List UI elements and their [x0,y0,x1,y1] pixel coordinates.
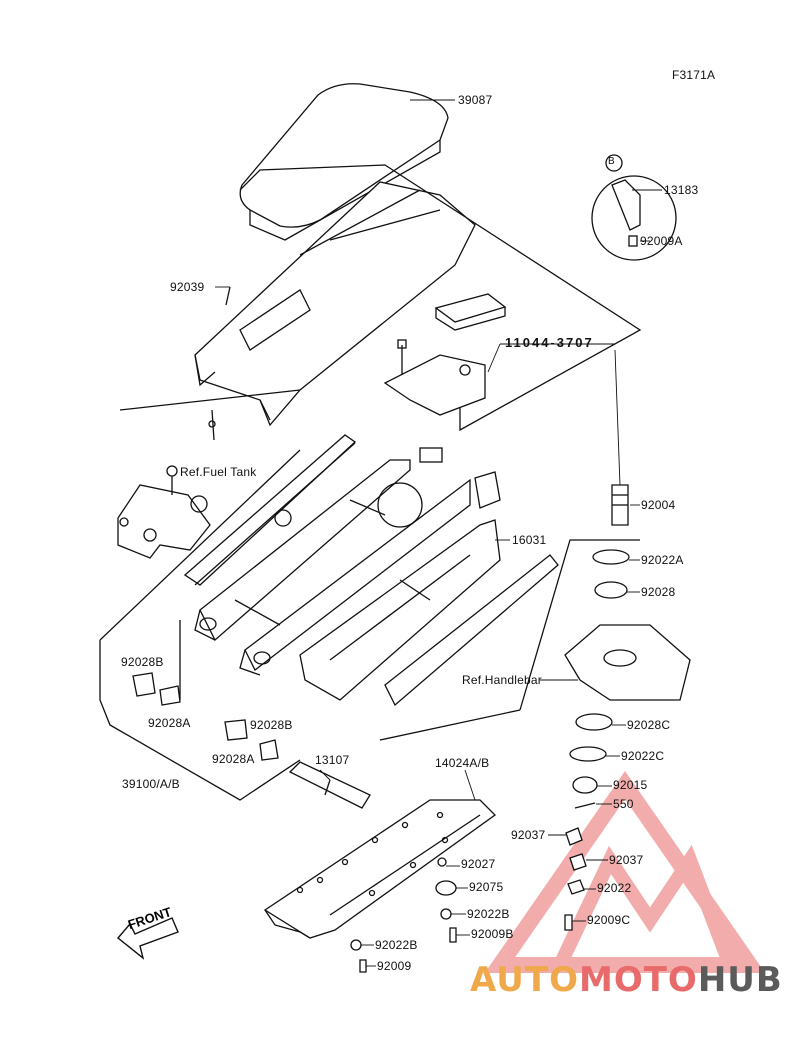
bolt-92039 [208,286,231,441]
label-92022: 92022 [597,881,632,895]
watermark-logo [484,770,766,973]
label-92004: 92004 [641,498,676,512]
clip-92037 [565,827,587,871]
label-11044: 11044-3707 [505,335,594,350]
pin-550 [574,802,596,809]
watermark-text: AUTOMOTOHUB [470,960,783,1000]
diagram-code: F3171A [672,68,716,82]
watermark-part-hub: HUB [697,960,783,1000]
watermark-part-auto: AUTO [470,960,579,1000]
bolt-92009C [564,914,573,931]
label-92009C: 92009C [587,913,631,927]
bolt-92009B [449,927,457,943]
washer-92022C [569,746,607,762]
label-92028C: 92028C [627,718,671,732]
leader-lines [215,99,662,967]
skid-plate-14024 [263,799,497,939]
label-92022B-a: 92022B [467,907,510,921]
side-rail-right [384,554,559,707]
bushing-92028C [575,713,613,731]
bushing-92028 [594,581,628,599]
label-39087: 39087 [458,93,493,107]
bolt-92009 [359,959,367,973]
nut-92027 [437,857,447,867]
bracket-11044 [383,339,486,416]
callout-b: B [608,156,615,167]
label-92009: 92009 [377,959,412,973]
seat-39087 [239,83,449,241]
side-rail-left [183,434,357,586]
collar-92075 [435,880,457,896]
pad-plate [434,293,507,331]
collar-92022 [567,879,585,895]
label-ref-fuel-tank: Ref.Fuel Tank [180,465,257,479]
bolt-92004 [611,484,629,526]
fuel-tank-mount [117,465,211,559]
label-92028A-center: 92028A [212,752,255,766]
label-39100: 39100/A/B [122,777,180,791]
washer-92022B-a [440,908,452,920]
label-92015: 92015 [613,778,648,792]
frame-outline-2 [179,620,521,741]
label-92022A: 92022A [641,553,684,567]
washer-92022B-b [350,939,362,951]
label-16031: 16031 [512,533,547,547]
label-550: 550 [613,797,634,811]
label-14024: 14024A/B [435,756,490,770]
washer-92022A [592,549,630,565]
frame-outline [99,449,640,801]
label-92028A-left: 92028A [148,716,191,730]
pin-13107 [288,761,371,809]
label-ref-handlebar: Ref.Handlebar [462,673,542,687]
label-92028B-left: 92028B [121,655,164,669]
label-92037-right: 92037 [609,853,644,867]
bushings-center [224,719,279,761]
tunnel-16031 [299,519,501,701]
assembly-outline-2 [119,389,301,411]
handlebar-bracket [564,624,691,701]
label-92028B-center: 92028B [250,718,293,732]
watermark-part-moto: MOTO [578,960,698,1000]
label-92022B-b: 92022B [375,938,418,952]
label-92037-left: 92037 [511,828,546,842]
label-92028: 92028 [641,585,676,599]
label-92027: 92027 [461,857,496,871]
label-13107: 13107 [315,753,350,767]
bushings-left [132,672,181,706]
label-92075: 92075 [469,880,504,894]
label-92009B: 92009B [471,927,514,941]
label-92022C: 92022C [621,749,665,763]
main-frame [194,447,501,676]
rear-fender [194,181,476,427]
detail-circle-b [591,154,677,261]
nut-92015 [572,776,598,794]
label-13183: 13183 [664,183,699,197]
front-arrow [116,917,179,960]
label-92039: 92039 [170,280,205,294]
label-92009A: 92009A [640,234,683,248]
